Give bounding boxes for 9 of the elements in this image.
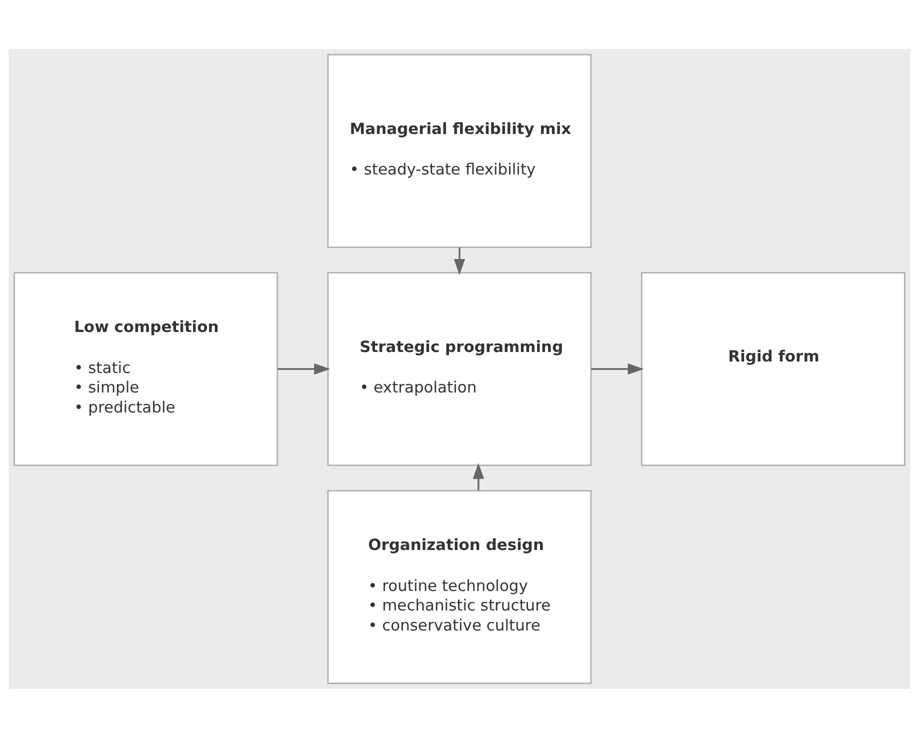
node-box: Rigid form [640,272,906,466]
arrow [591,363,644,375]
node-box: Managerial flexibility mix • steady-state flexibility [327,54,592,248]
arrow [278,363,330,375]
arrow [472,462,484,491]
node-box: Strategic programming • extrapolation [327,272,592,466]
node-box: Organization design • routine technology • mechanistic structure • conservative culture [327,490,592,684]
arrow [454,247,466,276]
node-box: Low competition • static • simple • predictable [14,272,278,466]
